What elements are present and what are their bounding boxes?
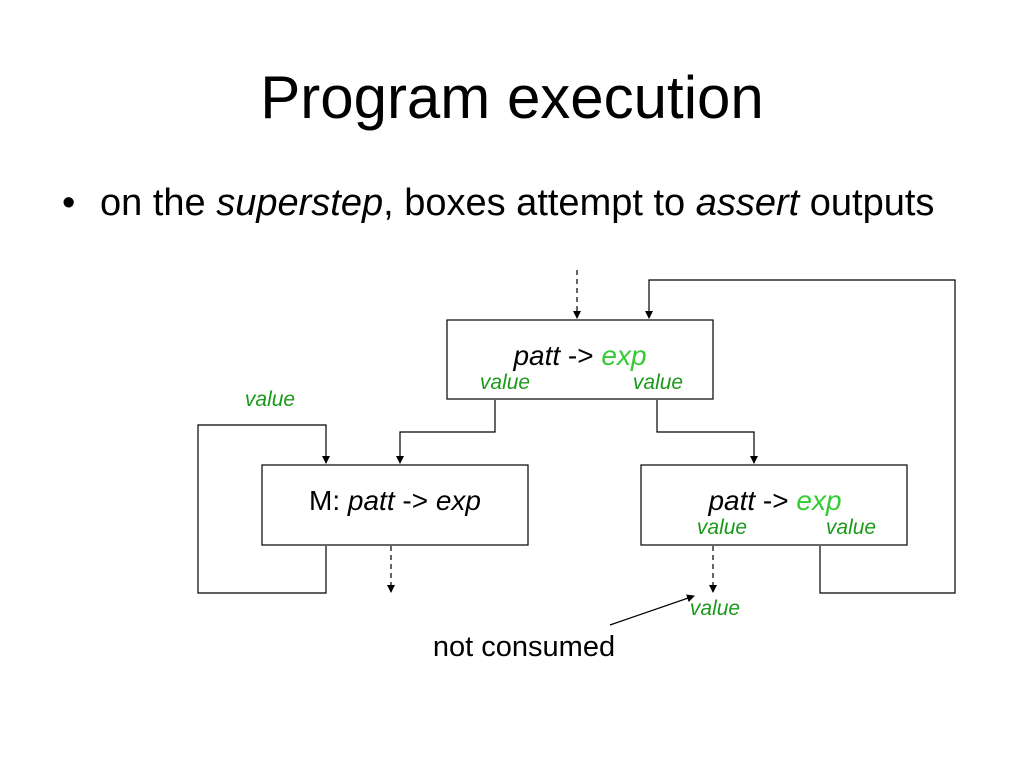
right-box <box>640 464 908 546</box>
bullet-text-part1: on the <box>100 182 217 224</box>
top-box-patt: patt <box>512 340 561 371</box>
right-box-rule: patt -> exp <box>707 485 841 516</box>
right-box-patt: patt <box>707 485 756 516</box>
right-box-output-left: value <box>697 516 747 539</box>
feedback-value-label: value <box>245 388 295 411</box>
callout-pointer <box>609 594 695 626</box>
bullet-text-part3: outputs <box>799 182 935 224</box>
slide-title: Program execution <box>260 64 764 131</box>
bullet-emphasis-superstep: superstep <box>216 182 384 224</box>
bullet-emphasis-assert: assert <box>695 182 800 224</box>
bullet-marker: • <box>62 182 76 224</box>
memory-box-prefix: M: <box>309 485 348 516</box>
top-box-rule: patt -> exp <box>512 340 646 371</box>
memory-self-loop <box>197 424 330 594</box>
memory-box-patt: patt <box>347 485 396 516</box>
unconsumed-value-label: value <box>690 597 740 620</box>
right-box-output-right: value <box>826 516 876 539</box>
memory-box-exp: exp <box>436 485 481 516</box>
right-box-arrow: -> <box>755 485 796 516</box>
feedback-connector-right <box>645 279 956 594</box>
connector-top-to-left <box>396 400 496 464</box>
right-box-exp: exp <box>796 485 841 516</box>
top-box-output-left: value <box>480 371 530 394</box>
top-box-output-right: value <box>633 371 683 394</box>
connector-top-to-right <box>656 400 758 464</box>
bullet-text-part2: , boxes attempt to <box>383 182 696 224</box>
bullet-text: on the superstep, boxes attempt to asser… <box>100 178 980 228</box>
top-box-arrow: -> <box>560 340 601 371</box>
top-box-exp: exp <box>601 340 646 371</box>
memory-box <box>261 464 529 546</box>
memory-box-rule: M: patt -> exp <box>309 485 481 516</box>
top-box <box>446 319 714 400</box>
memory-box-arrow: -> <box>395 485 436 516</box>
not-consumed-callout: not consumed <box>433 631 615 663</box>
